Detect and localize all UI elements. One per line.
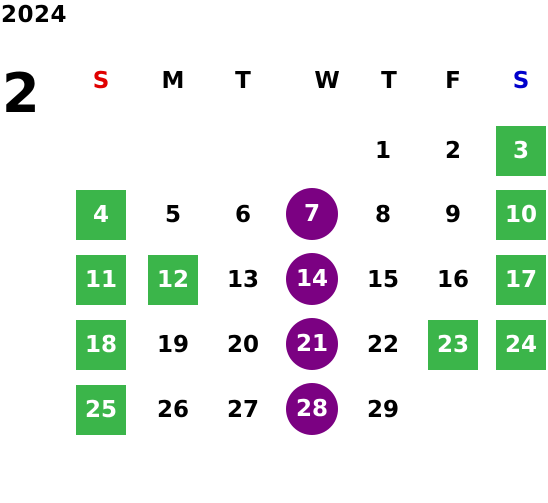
day-26[interactable]: 26 — [156, 397, 189, 423]
day-1[interactable]: 1 — [374, 138, 391, 164]
weekday-sat: S — [512, 68, 530, 94]
day-28[interactable]: 28 — [286, 383, 338, 435]
day-29[interactable]: 29 — [366, 397, 399, 423]
day-15[interactable]: 15 — [366, 267, 399, 293]
day-23[interactable]: 23 — [428, 320, 478, 370]
weekday-mon: M — [161, 68, 185, 94]
day-3[interactable]: 3 — [496, 126, 546, 176]
day-21[interactable]: 21 — [286, 318, 338, 370]
day-9[interactable]: 9 — [444, 202, 461, 228]
day-22[interactable]: 22 — [366, 332, 399, 358]
weekday-tue: T — [235, 68, 251, 94]
day-18[interactable]: 18 — [76, 320, 126, 370]
day-11[interactable]: 11 — [76, 255, 126, 305]
year-label: 2024 — [1, 2, 68, 28]
day-13[interactable]: 13 — [226, 267, 259, 293]
day-24[interactable]: 24 — [496, 320, 546, 370]
day-8[interactable]: 8 — [374, 202, 391, 228]
month-label: 2 — [2, 62, 40, 125]
day-14[interactable]: 14 — [286, 253, 338, 305]
weekday-fri: F — [445, 68, 461, 94]
day-16[interactable]: 16 — [436, 267, 469, 293]
day-12[interactable]: 12 — [148, 255, 198, 305]
day-4[interactable]: 4 — [76, 190, 126, 240]
day-19[interactable]: 19 — [156, 332, 189, 358]
day-25[interactable]: 25 — [76, 385, 126, 435]
weekday-wed: W — [314, 68, 340, 94]
day-20[interactable]: 20 — [226, 332, 259, 358]
day-6[interactable]: 6 — [234, 202, 251, 228]
day-10[interactable]: 10 — [496, 190, 546, 240]
day-5[interactable]: 5 — [164, 202, 181, 228]
day-7[interactable]: 7 — [286, 188, 338, 240]
day-2[interactable]: 2 — [444, 138, 461, 164]
weekday-thu: T — [381, 68, 397, 94]
day-27[interactable]: 27 — [226, 397, 259, 423]
day-17[interactable]: 17 — [496, 255, 546, 305]
weekday-sun: S — [92, 68, 110, 94]
